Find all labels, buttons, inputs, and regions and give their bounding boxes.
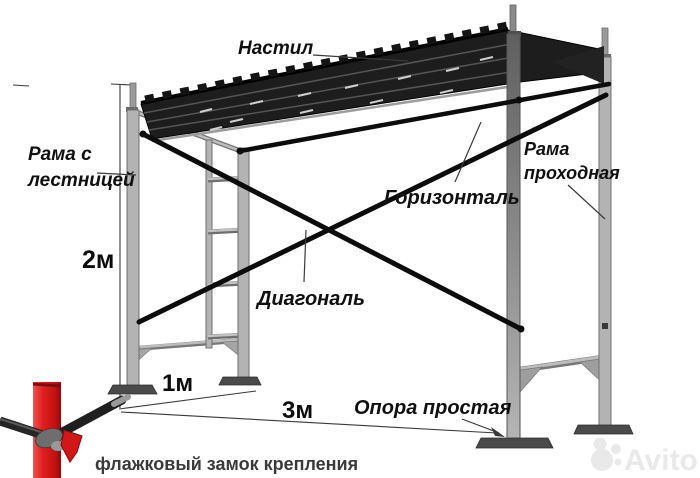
avito-watermark: Avito bbox=[591, 437, 698, 477]
pipe-top-edge bbox=[32, 382, 62, 388]
deck-bracket bbox=[552, 46, 604, 84]
front-left-foot bbox=[107, 384, 158, 395]
watermark-logo-circle bbox=[611, 444, 621, 454]
post-spigot bbox=[509, 4, 517, 35]
lock-flag bbox=[60, 429, 83, 463]
back-right-post bbox=[598, 56, 612, 429]
label-diagonal: Диагональ bbox=[255, 288, 365, 310]
leader-arrowhead bbox=[491, 427, 505, 437]
tick-mark bbox=[110, 83, 132, 86]
connector-dot bbox=[236, 147, 244, 155]
ladder-rail bbox=[205, 139, 213, 349]
post-pin bbox=[602, 323, 608, 329]
connector-dot bbox=[139, 130, 147, 138]
horizontal-tube bbox=[0, 416, 48, 441]
label-ladder-frame-1: Рама с bbox=[28, 144, 92, 165]
diagonal-brace-up bbox=[136, 92, 609, 325]
diagonal-brace-down bbox=[140, 131, 524, 332]
label-length-dimension: 3м bbox=[282, 397, 313, 424]
horizontal-tube-highlight bbox=[0, 418, 45, 434]
label-flag-lock: флажковый замок крепления bbox=[95, 454, 358, 474]
braces bbox=[136, 81, 612, 332]
label-depth-dimension: 1м bbox=[162, 370, 193, 397]
label-height-dimension: 2м bbox=[82, 246, 114, 274]
tick-mark bbox=[12, 84, 30, 87]
frame-crossbar-highlight bbox=[511, 354, 609, 372]
watermark-text: Avito bbox=[624, 444, 698, 477]
watermark-logo-circle bbox=[593, 437, 607, 451]
deck-front-rail bbox=[151, 83, 521, 143]
watermark-logo-circle bbox=[614, 458, 622, 466]
dimension-lines bbox=[12, 83, 498, 434]
horizontal-brace bbox=[237, 81, 612, 154]
connector-dot bbox=[515, 96, 523, 104]
post-spigot bbox=[129, 82, 137, 111]
front-left-post bbox=[126, 109, 140, 389]
front-right-post bbox=[506, 33, 521, 442]
back-left-foot bbox=[218, 376, 262, 386]
leader-ladder-frame bbox=[96, 172, 137, 176]
walkthrough-frame bbox=[475, 4, 634, 449]
leader-walkthrough-frame bbox=[567, 184, 606, 220]
connector-dot bbox=[517, 325, 525, 333]
label-simple-support: Опора простая bbox=[354, 397, 512, 419]
label-horizontal: Горизонталь bbox=[384, 187, 520, 209]
watermark-logo-circle bbox=[591, 449, 613, 471]
flag-lock-photo bbox=[0, 382, 131, 478]
diagonal-tube-tip bbox=[111, 394, 131, 407]
label-decking: Настил bbox=[238, 38, 313, 59]
deck-board-marks bbox=[199, 56, 494, 131]
leader-horizontal bbox=[454, 121, 482, 183]
leader-diagonal bbox=[303, 229, 307, 283]
frame-bottom-bar-highlight bbox=[129, 337, 245, 350]
label-ladder-frame-2: лестницей bbox=[27, 170, 135, 191]
brace-connectors bbox=[139, 96, 525, 333]
label-walkthrough-frame-2: проходная bbox=[524, 163, 620, 183]
deck-board-ends bbox=[144, 21, 509, 103]
deck-slab bbox=[140, 29, 605, 140]
front-right-foot bbox=[475, 437, 554, 449]
deck bbox=[140, 21, 605, 143]
depth-dimension-line bbox=[118, 390, 257, 410]
length-dimension-line bbox=[120, 411, 498, 434]
deck-plank-lines bbox=[143, 43, 518, 131]
label-walkthrough-frame-1: Рама bbox=[524, 139, 569, 159]
back-right-foot bbox=[573, 424, 634, 435]
leader-decking bbox=[312, 54, 409, 62]
